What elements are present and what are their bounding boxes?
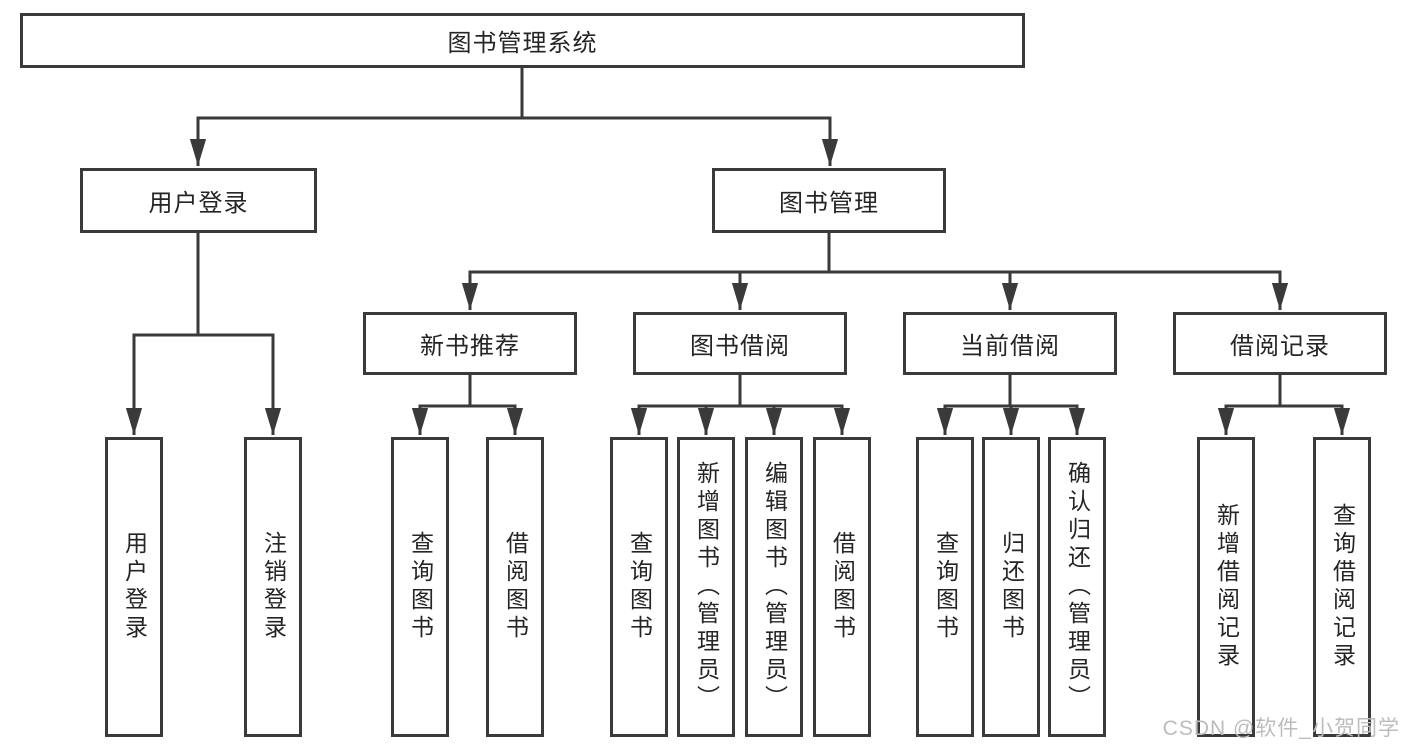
node-borrow-add-books-admin-label: 新增图书（管理员） [693, 461, 720, 713]
node-borrow-borrow-books: 借阅图书 [813, 437, 871, 737]
node-current-confirm-return-admin: 确认归还（管理员） [1048, 437, 1106, 737]
node-book-management-system: 图书管理系统 [20, 13, 1025, 68]
csdn-watermark: CSDN @软件_小贺同学 [1162, 717, 1400, 740]
node-current-return-books-label: 归还图书 [998, 531, 1025, 643]
node-book-management-label: 图书管理 [779, 190, 879, 217]
node-new-book-recommend-label: 新书推荐 [420, 333, 520, 360]
node-recommend-borrow-books: 借阅图书 [486, 437, 544, 737]
node-leaf-logout: 注销登录 [244, 437, 302, 737]
node-book-borrow: 图书借阅 [633, 312, 847, 375]
node-records-add-record-label: 新增借阅记录 [1213, 503, 1240, 671]
node-current-query-books: 查询图书 [916, 437, 974, 737]
node-user-login-label: 用户登录 [148, 190, 249, 217]
node-records-query-record-label: 查询借阅记录 [1329, 503, 1356, 671]
node-borrow-edit-books-admin-label: 编辑图书（管理员） [761, 461, 788, 713]
node-borrow-add-books-admin: 新增图书（管理员） [677, 437, 735, 737]
node-records-add-record: 新增借阅记录 [1197, 437, 1255, 737]
node-current-borrow: 当前借阅 [903, 312, 1117, 375]
node-records-query-record: 查询借阅记录 [1313, 437, 1371, 737]
node-borrow-borrow-books-label: 借阅图书 [829, 531, 856, 643]
node-recommend-query-books-label: 查询图书 [407, 531, 434, 643]
node-current-query-books-label: 查询图书 [932, 531, 959, 643]
node-borrow-query-books-label: 查询图书 [626, 531, 653, 643]
node-current-borrow-label: 当前借阅 [960, 333, 1060, 360]
node-borrow-query-books: 查询图书 [610, 437, 668, 737]
node-book-management: 图书管理 [712, 168, 946, 233]
node-current-confirm-return-admin-label: 确认归还（管理员） [1064, 461, 1091, 713]
node-recommend-borrow-books-label: 借阅图书 [502, 531, 529, 643]
node-leaf-logout-label: 注销登录 [260, 531, 287, 643]
node-user-login: 用户登录 [80, 168, 317, 233]
node-book-management-system-label: 图书管理系统 [447, 30, 598, 57]
node-leaf-user-login: 用户登录 [105, 437, 163, 737]
node-borrow-edit-books-admin: 编辑图书（管理员） [745, 437, 803, 737]
node-new-book-recommend: 新书推荐 [363, 312, 577, 375]
node-book-borrow-label: 图书借阅 [690, 333, 790, 360]
node-current-return-books: 归还图书 [982, 437, 1040, 737]
node-borrow-records-label: 借阅记录 [1230, 333, 1330, 360]
node-recommend-query-books: 查询图书 [391, 437, 449, 737]
node-borrow-records: 借阅记录 [1173, 312, 1387, 375]
node-leaf-user-login-label: 用户登录 [121, 531, 148, 643]
